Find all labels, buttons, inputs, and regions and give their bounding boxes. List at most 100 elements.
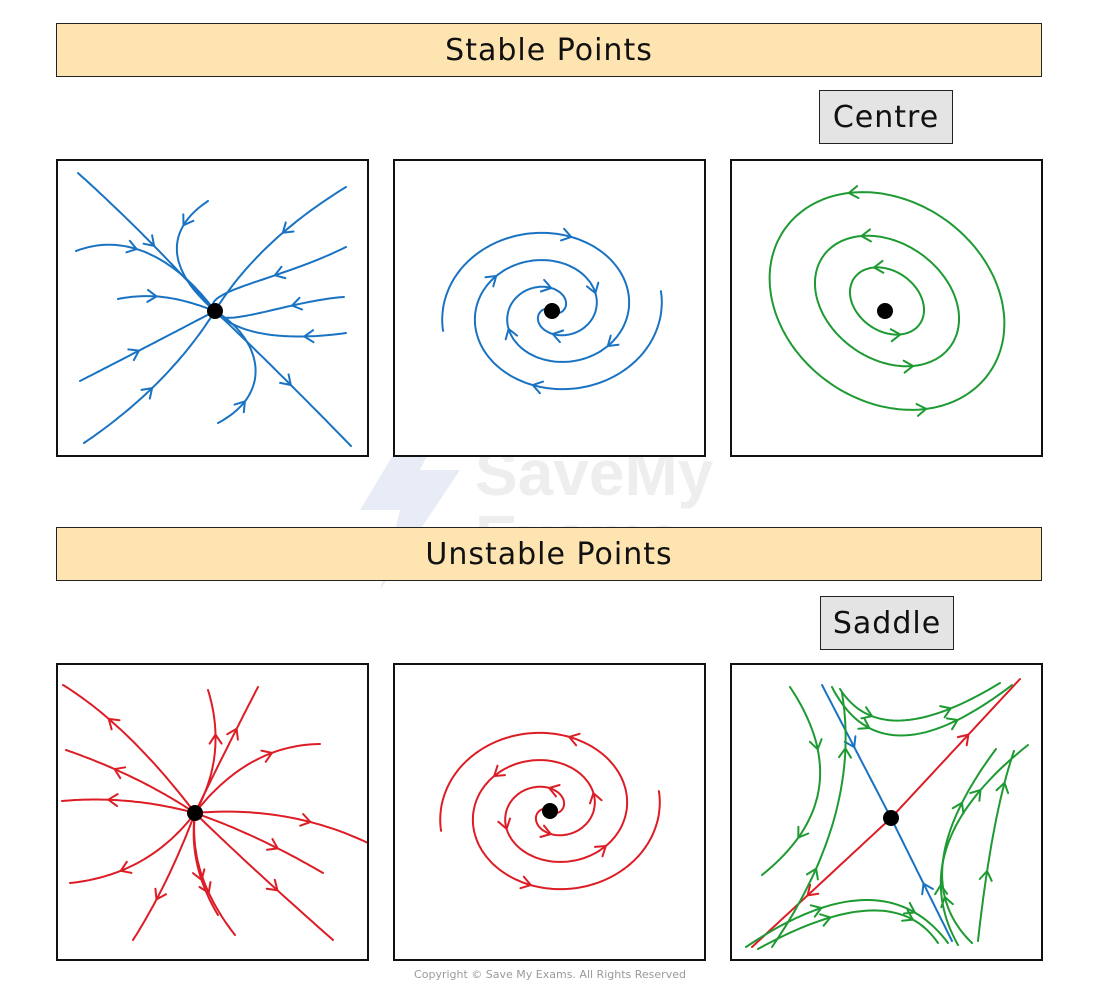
trajectory-1-b-arrowhead: [939, 705, 952, 719]
trajectory-10: [214, 310, 257, 424]
centre-tag: Centre: [819, 90, 953, 144]
trajectory-4: [132, 812, 196, 941]
stable-spiral-diagram: [441, 227, 663, 395]
trajectory-5-arrowhead: [198, 881, 212, 894]
trajectory-9: [214, 310, 347, 338]
trajectory-5-a-arrowhead: [809, 904, 823, 918]
orbit-0-b-arrowhead: [873, 259, 885, 274]
trajectory-10: [194, 743, 321, 814]
spiral-arm-0-1-arrowhead: [606, 334, 620, 347]
trajectory-8-a-arrowhead: [978, 870, 993, 882]
trajectory-7: [194, 812, 334, 941]
trajectory-7: [211, 246, 347, 312]
trajectory-0-arrowhead: [107, 717, 121, 731]
saddle-panel: [730, 663, 1043, 961]
spiral-arm-0-1-arrowhead: [497, 817, 511, 830]
unstable-manifold-a-arrowhead: [956, 733, 970, 747]
spiral-arm-1-1-arrowhead: [484, 275, 498, 288]
trajectory-7-b-arrowhead: [838, 747, 852, 759]
trajectory-2: [61, 798, 196, 814]
spiral-arm-0-2-arrowhead: [594, 845, 607, 858]
spiral-arm-1: [473, 259, 663, 391]
trajectory-8-arrowhead: [291, 296, 304, 311]
trajectory-8-arrowhead: [266, 838, 279, 851]
trajectory-8: [214, 296, 345, 319]
saddle-label: Saddle: [832, 605, 942, 641]
trajectory-6-arrowhead: [182, 213, 195, 227]
trajectory-3-arrowhead: [127, 348, 140, 362]
stable-manifold-a-arrowhead: [843, 735, 857, 749]
trajectory-0: [62, 684, 196, 814]
trajectory-6-arrowhead: [192, 868, 206, 881]
spiral-arm-0-2-arrowhead: [504, 327, 519, 341]
stable-points-banner: Stable Points: [56, 23, 1042, 77]
unstable-node-diagram: [61, 684, 367, 941]
equilibrium-point: [877, 303, 893, 319]
trajectory-12-arrowhead: [208, 733, 223, 745]
spiral-arm-0: [441, 231, 631, 363]
trajectory-3: [939, 744, 1029, 946]
trajectory-4-b-arrowhead: [951, 801, 965, 815]
trajectory-8-b-arrowhead: [995, 781, 1010, 795]
stable-points-title: Stable Points: [445, 32, 653, 68]
spiral-arm-1-0-arrowhead: [531, 380, 544, 395]
equilibrium-point: [542, 803, 558, 819]
trajectory-10-arrowhead: [233, 400, 246, 414]
trajectory-9: [194, 810, 367, 844]
trajectory-11-arrowhead: [146, 288, 158, 303]
trajectory-4-arrowhead: [140, 387, 154, 400]
trajectory-2: [214, 186, 347, 312]
unstable-spiral-diagram: [439, 731, 661, 891]
trajectory-1-arrowhead: [279, 373, 292, 386]
spiral-arm-1-0-arrowhead: [539, 824, 552, 838]
trajectory-1: [839, 682, 1001, 722]
trajectory-0-arrowhead: [142, 234, 156, 247]
trajectory-6-b-arrowhead: [901, 909, 914, 922]
trajectory-2-a-arrowhead: [808, 738, 823, 751]
equilibrium-point: [187, 805, 203, 821]
trajectory-12: [194, 689, 217, 814]
spiral-arm-0-0-arrowhead: [548, 784, 561, 798]
trajectory-0: [831, 684, 1013, 737]
trajectory-4: [941, 748, 997, 944]
unstable-node-panel: [56, 663, 369, 961]
trajectory-1-arrowhead: [113, 766, 127, 780]
equilibrium-point: [207, 303, 223, 319]
trajectory-5: [75, 243, 216, 312]
trajectory-8: [977, 750, 1015, 942]
stable-node-diagram: [75, 172, 352, 447]
unstable-manifold-b-arrowhead: [806, 883, 820, 897]
orbit-2: [768, 191, 1006, 411]
stable-manifold-b: [890, 817, 953, 942]
trajectory-3: [69, 812, 196, 884]
equilibrium-point: [544, 303, 560, 319]
trajectory-10-arrowhead: [260, 749, 273, 763]
trajectory-5-arrowhead: [125, 239, 138, 254]
trajectory-1-a-arrowhead: [860, 706, 873, 720]
unstable-manifold-b: [751, 817, 892, 948]
spiral-arm-1-3-arrowhead: [551, 329, 565, 344]
unstable-spiral-panel: [393, 663, 706, 961]
spiral-arm-0-3-arrowhead: [568, 732, 581, 747]
orbit-1-a-arrowhead: [902, 359, 915, 374]
spiral-arm-1-3-arrowhead: [519, 875, 532, 890]
trajectory-3-arrowhead: [119, 860, 133, 874]
trajectory-6: [757, 909, 939, 950]
trajectory-3-b-arrowhead: [969, 789, 982, 802]
stable-manifold-b-arrowhead: [921, 882, 934, 896]
trajectory-0-b-arrowhead: [945, 717, 959, 731]
trajectory-1: [214, 310, 352, 447]
equilibrium-point: [883, 810, 899, 826]
spiral-arm-1: [471, 759, 661, 891]
trajectory-2-b-arrowhead: [797, 825, 810, 839]
trajectory-5-b-arrowhead: [903, 901, 916, 915]
trajectory-4: [83, 310, 216, 444]
orbit-2-b-arrowhead: [847, 185, 860, 199]
stable-manifold-a: [821, 684, 892, 819]
unstable-points-title: Unstable Points: [425, 536, 673, 572]
trajectory-7-arrowhead: [265, 878, 279, 892]
spiral-arm-1-2-arrowhead: [493, 764, 506, 777]
trajectory-6: [192, 812, 219, 916]
trajectory-3-a-arrowhead: [934, 884, 949, 896]
trajectory-1: [65, 749, 196, 814]
